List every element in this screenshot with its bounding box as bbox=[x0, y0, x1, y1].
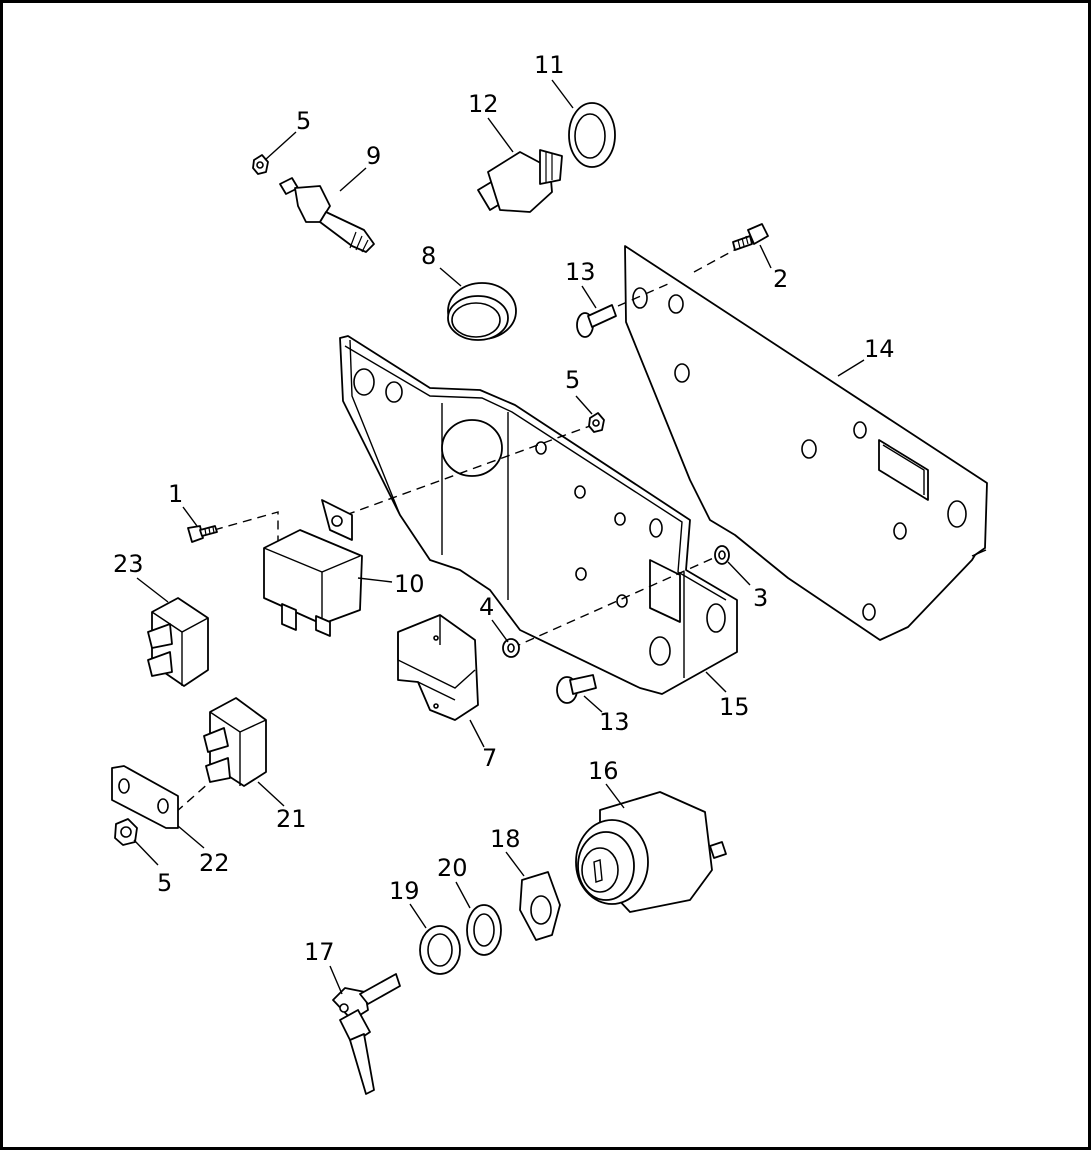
part-12-switch bbox=[477, 149, 563, 213]
callout-5-top: 5 bbox=[296, 107, 311, 135]
callout-11: 11 bbox=[534, 51, 565, 79]
callout-1: 1 bbox=[168, 480, 183, 508]
callout-4: 4 bbox=[479, 593, 494, 621]
callout-16: 16 bbox=[588, 757, 619, 785]
part-23-circuit-breaker bbox=[147, 597, 209, 687]
callout-20: 20 bbox=[437, 854, 468, 882]
part-16-ignition-switch bbox=[575, 791, 727, 913]
part-5-nut-top bbox=[252, 154, 269, 175]
part-17-keys bbox=[332, 973, 401, 1095]
callout-5-middle: 5 bbox=[565, 366, 580, 394]
part-11-washer bbox=[568, 102, 616, 168]
part-8-grommet bbox=[447, 282, 517, 341]
callout-13-bottom: 13 bbox=[599, 708, 630, 736]
callout-18: 18 bbox=[490, 825, 521, 853]
part-5-nut-bottom bbox=[114, 818, 138, 846]
part-20-washer bbox=[466, 904, 502, 956]
part-19-ring-nut bbox=[419, 925, 461, 975]
callout-5-bottom: 5 bbox=[157, 869, 172, 897]
callout-9: 9 bbox=[366, 142, 381, 170]
part-2-bolt bbox=[732, 223, 769, 251]
part-14-mounting-plate bbox=[624, 245, 988, 641]
part-21-circuit-breaker bbox=[203, 697, 267, 787]
part-15-bracket bbox=[339, 335, 738, 695]
part-13-pin-bottom bbox=[556, 674, 597, 704]
callout-8: 8 bbox=[421, 242, 436, 270]
callout-22: 22 bbox=[199, 849, 230, 877]
part-7-clip bbox=[397, 614, 479, 721]
part-5-nut-middle bbox=[588, 412, 605, 433]
callout-15: 15 bbox=[719, 693, 750, 721]
callout-2: 2 bbox=[773, 265, 788, 293]
callout-23: 23 bbox=[113, 550, 144, 578]
assembly-lines bbox=[175, 247, 739, 813]
leader-lines bbox=[133, 79, 865, 995]
part-10-relay bbox=[263, 499, 363, 637]
part-3-washer bbox=[714, 545, 730, 565]
part-4-washer bbox=[502, 638, 520, 658]
callout-13-top: 13 bbox=[565, 258, 596, 286]
callout-14: 14 bbox=[864, 335, 895, 363]
callout-17: 17 bbox=[304, 938, 335, 966]
callout-19: 19 bbox=[389, 877, 420, 905]
part-1-screw bbox=[187, 525, 218, 543]
callout-21: 21 bbox=[276, 805, 307, 833]
callout-7: 7 bbox=[482, 744, 497, 772]
part-22-strap bbox=[111, 765, 179, 829]
callout-3: 3 bbox=[753, 584, 768, 612]
callouts: 1 2 3 4 5 5 5 7 8 9 10 11 12 13 13 14 15… bbox=[113, 51, 895, 966]
part-18-cover bbox=[519, 871, 561, 941]
callout-10: 10 bbox=[394, 570, 425, 598]
part-13-pin-top bbox=[576, 304, 617, 338]
part-9-sensor bbox=[279, 177, 375, 253]
callout-12: 12 bbox=[468, 90, 499, 118]
